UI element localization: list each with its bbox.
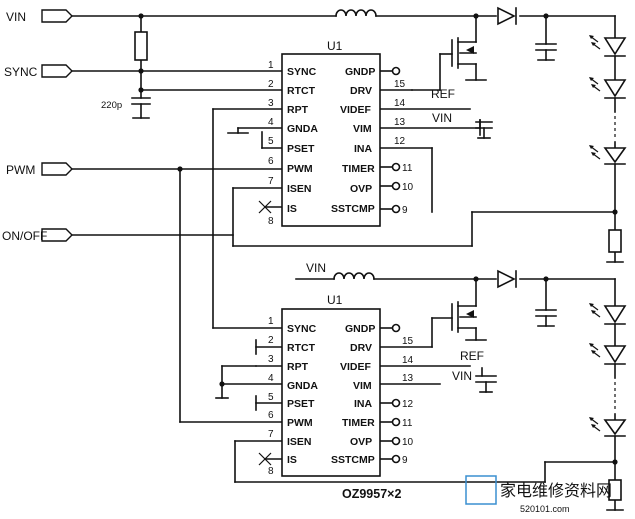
chip2-pin-name: VIM: [353, 380, 372, 392]
chip1-pin-name: SSTCMP: [331, 203, 375, 215]
chip1-pin-num: 3: [268, 98, 274, 109]
diode-bottom: [497, 269, 517, 289]
chip2-pin-num: 1: [268, 316, 274, 327]
chip1-pin-name: VIDEF: [340, 104, 372, 116]
chip2-pin-name: VIDEF: [340, 361, 372, 373]
bottom-circuit-wires: VIN: [215, 261, 624, 511]
chip-u1-bottom: U1 REF VIN 1 SYNC 2 RTCT 3 RPT 4 GNDA 5 …: [268, 293, 484, 477]
chip2-pin-num: 4: [268, 373, 274, 384]
chip1-pin-num: 7: [268, 176, 274, 187]
resistor-top-rt: [134, 31, 148, 61]
chip1-pin-num: 6: [268, 156, 274, 167]
chip1-pin-name: TIMER: [342, 163, 375, 175]
chip2-pin-num: 9: [402, 455, 408, 466]
chip2-pin-num: 14: [402, 355, 414, 366]
cap-220p-label: 220p: [101, 100, 122, 111]
chip1-designator: U1: [327, 39, 343, 53]
chip2-pin-name: IS: [287, 454, 297, 466]
chip2-pin-name: INA: [354, 398, 373, 410]
chip2-pin-name: DRV: [350, 342, 372, 354]
chip1-pin-num: 2: [268, 79, 274, 90]
chip2-pin-num: 11: [402, 418, 413, 429]
chip1-pin-name: IS: [287, 203, 297, 215]
chip2-pin-num: 8: [268, 466, 274, 477]
chip1-pin-name: RTCT: [287, 85, 316, 97]
chip2-pin-num: 12: [402, 399, 414, 410]
chip1-pin-name: ISEN: [287, 183, 312, 195]
chip2-pin-num: 15: [402, 336, 414, 347]
chip2-designator: U1: [327, 293, 343, 307]
chip2-ref-label: REF: [460, 349, 484, 363]
chip1-pin-num: 5: [268, 136, 274, 147]
port-sync: SYNC: [4, 64, 73, 79]
chip1-pin-name: INA: [354, 143, 373, 155]
port-onoff: ON/OFF: [2, 228, 73, 243]
chip2-pin-name: ISEN: [287, 436, 312, 448]
chip1-pin-name: DRV: [350, 85, 372, 97]
chip1-pin-num: 4: [268, 117, 274, 128]
chip2-pin-name: GNDA: [287, 380, 318, 392]
chip2-pin-name: RTCT: [287, 342, 316, 354]
chip1-pin-num: 12: [394, 136, 406, 147]
chip1-pin-name: RPT: [287, 104, 309, 116]
chip1-pin-name: VIM: [353, 123, 372, 135]
port-onoff-label: ON/OFF: [2, 229, 47, 243]
chip1-pin-name: GNDA: [287, 123, 318, 135]
diode-top: [497, 6, 517, 26]
chip2-pin-name: PSET: [287, 398, 315, 410]
chip1-pin-num: 9: [402, 205, 408, 216]
chip2-pin-num: 10: [402, 437, 414, 448]
chip1-pin-num: 8: [268, 216, 274, 227]
chip2-pin-name: SSTCMP: [331, 454, 375, 466]
port-sync-label: SYNC: [4, 65, 38, 79]
watermark-text: 家电维修资料网: [500, 482, 612, 500]
resistor-sense-top: [608, 229, 622, 253]
top-circuit-wires: [71, 13, 624, 423]
chip2-pin-name: OVP: [350, 436, 372, 448]
chip1-pin-num: 15: [394, 79, 406, 90]
port-vin-label: VIN: [6, 10, 26, 24]
chip2-pin-num: 5: [268, 392, 274, 403]
chip2-pin-num: 13: [402, 373, 414, 384]
port-pwm: PWM: [6, 162, 73, 177]
led-string-top: [589, 35, 627, 165]
watermark: 家电维修资料网 520101.com: [465, 475, 612, 514]
watermark-logo-icon: [465, 475, 497, 505]
chip2-pin-name: GNDP: [345, 323, 375, 335]
chip1-pin-num: 13: [394, 117, 406, 128]
chip1-pin-name: SYNC: [287, 66, 317, 78]
port-vin: VIN: [6, 9, 73, 24]
chip2-vin-label: VIN: [452, 369, 472, 383]
chip-u1-top: U1 REF VIN 1 SYNC 2 RTCT 3 RPT 4 GNDA 5 …: [268, 39, 455, 227]
chip2-pin-num: 3: [268, 354, 274, 365]
chip1-ref-label: REF: [431, 87, 455, 101]
chip2-pin-name: PWM: [287, 417, 313, 429]
port-pwm-label: PWM: [6, 163, 35, 177]
chip1-pin-num: 11: [402, 163, 413, 174]
chip1-pin-name: PWM: [287, 163, 313, 175]
chip1-pin-name: OVP: [350, 183, 372, 195]
chip2-vin-top-label: VIN: [306, 261, 326, 275]
chip1-pin-name: GNDP: [345, 66, 375, 78]
chip1-pin-num: 1: [268, 60, 274, 71]
chip2-pin-num: 2: [268, 335, 274, 346]
watermark-url: 520101.com: [520, 504, 570, 514]
chip2-pin-name: RPT: [287, 361, 309, 373]
inductor-bottom: [333, 272, 375, 280]
chip2-pin-name: SYNC: [287, 323, 317, 335]
resistor-sense-bottom: [608, 479, 622, 501]
chip1-pin-num: 10: [402, 182, 414, 193]
chip2-pin-name: TIMER: [342, 417, 375, 429]
chip2-pin-num: 7: [268, 429, 274, 440]
chip1-vin-label: VIN: [432, 111, 452, 125]
inductor-top: [335, 9, 377, 17]
chip2-pin-num: 6: [268, 410, 274, 421]
chip1-pin-name: PSET: [287, 143, 315, 155]
chip1-pin-num: 14: [394, 98, 406, 109]
led-string-bottom: [589, 303, 627, 437]
diagram-caption: OZ9957×2: [342, 487, 401, 501]
